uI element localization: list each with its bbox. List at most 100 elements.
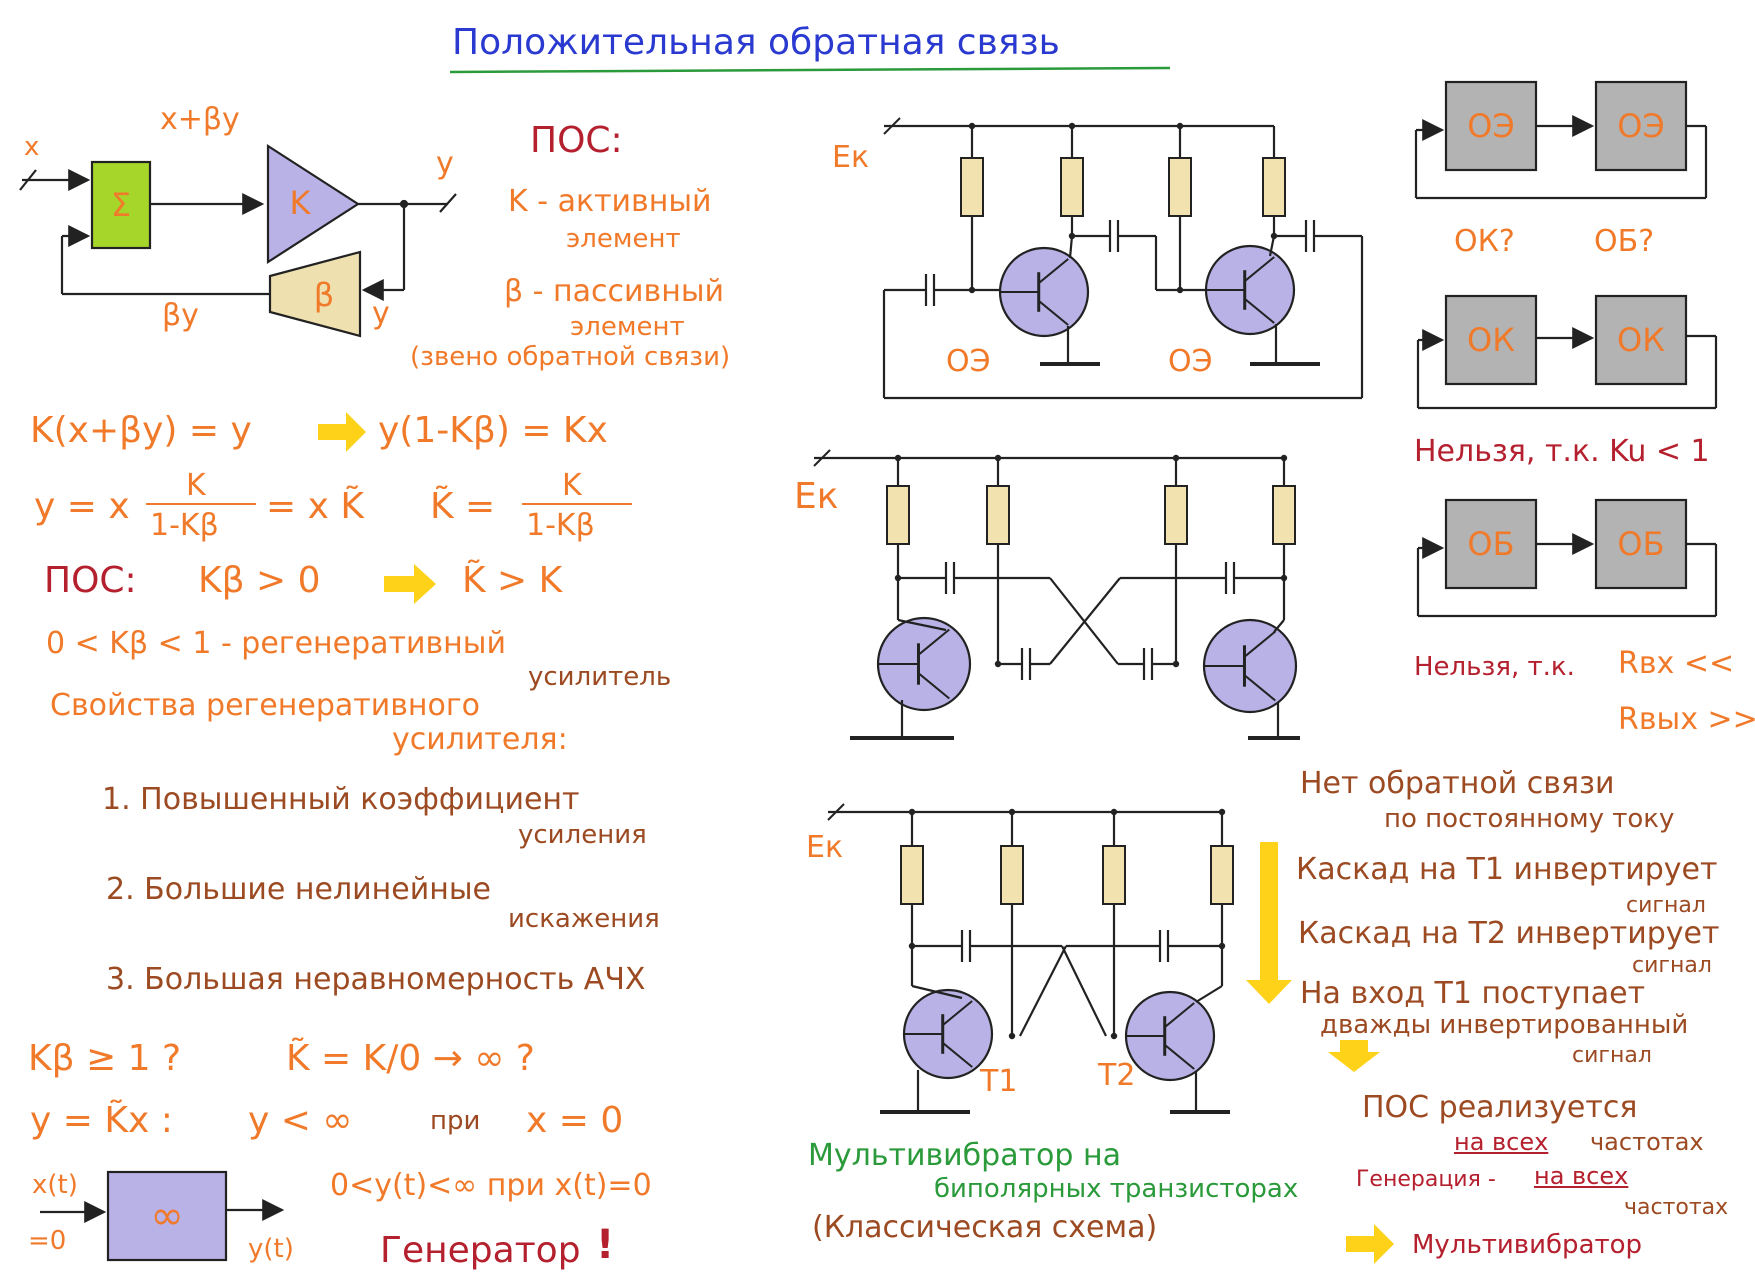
eq2-numerator2: K <box>562 468 582 503</box>
resistor <box>1168 157 1192 217</box>
eq2-numerator: K <box>186 468 206 503</box>
implies-arrow-3 <box>1246 842 1292 1004</box>
implies-arrow-5 <box>1346 1224 1394 1264</box>
beta-label: β <box>313 276 335 314</box>
resistor <box>1164 485 1188 545</box>
page-title: Положительная обратная связь <box>452 22 1060 63</box>
note-freq-1: частотах <box>1590 1128 1704 1156</box>
cascade-blocks <box>1414 80 1718 618</box>
beta-y-label: βy <box>162 298 199 333</box>
transistor-emitter <box>942 1042 973 1068</box>
transistor-collector <box>1244 256 1275 282</box>
oe-label-1: ОЭ <box>946 344 991 379</box>
t1-label: T1 <box>980 1064 1018 1099</box>
regen-line2: усилитель <box>528 662 672 692</box>
transistor-collector <box>1038 258 1069 284</box>
junction <box>1172 660 1180 668</box>
implies-arrow-1 <box>318 412 366 452</box>
props-line2: усилителя: <box>392 722 568 757</box>
x-eq-0: x = 0 <box>526 1100 624 1141</box>
wire <box>1068 235 1074 259</box>
wire <box>1019 945 1067 1037</box>
feedback-block-diagram <box>19 143 457 338</box>
block-ok-2: ОК <box>1617 321 1665 359</box>
implies-arrow-4 <box>1328 1040 1380 1072</box>
props-line1: Свойства регенеративного <box>50 688 481 723</box>
junction <box>1008 1032 1016 1040</box>
resistor <box>1000 845 1024 905</box>
regen-line1: 0 < Kβ < 1 - регенеративный <box>46 626 506 661</box>
transistor-collector <box>1243 630 1276 658</box>
caption-line3: (Классическая схема) <box>812 1210 1158 1245</box>
input-x-label: x <box>24 132 40 162</box>
caption-line1: Мультивибратор на <box>808 1138 1121 1173</box>
ek-label-2: Eк <box>794 476 839 517</box>
note-t2-signal: сигнал <box>1632 953 1712 978</box>
wire <box>1049 577 1121 665</box>
transistor-circuits <box>813 117 1364 1114</box>
k-label: K <box>289 184 311 222</box>
block-ob-2: ОБ <box>1617 525 1665 563</box>
k-tilde-infinity: K̃ = K/0 → ∞ ? <box>286 1038 535 1079</box>
block-ok-1: ОК <box>1467 321 1515 359</box>
r-note-1: Нельзя, т.к. <box>1414 652 1575 682</box>
note-freq-2: частотах <box>1624 1195 1729 1220</box>
y-less-inf: y < ∞ <box>248 1100 353 1141</box>
sum-out-label: x+βy <box>160 102 240 137</box>
k-def-line1: K - активный <box>508 184 712 219</box>
wire <box>1268 235 1276 257</box>
r-note-2: Rвх << <box>1618 646 1735 681</box>
resistor <box>986 485 1010 545</box>
pos-condition: Kβ > 0 <box>198 560 321 601</box>
resistor <box>900 845 924 905</box>
pos-result: K̃ > K <box>462 560 563 601</box>
resistor <box>1272 485 1296 545</box>
transistor-emitter <box>1164 1044 1195 1070</box>
note-t1-signal: сигнал <box>1626 893 1706 918</box>
eq2-k-tilde: K̃ = <box>430 486 496 527</box>
note-generation: Генерация - <box>1356 1167 1496 1192</box>
generator-exclaim: ! <box>596 1222 615 1268</box>
ku-note: Нельзя, т.к. Ku < 1 <box>1414 434 1710 469</box>
output-y-label: y <box>436 146 454 181</box>
property-1-line2: усиления <box>518 820 647 850</box>
note-t1-input: На вход T1 поступает <box>1300 976 1646 1011</box>
transistor-collector <box>917 628 950 656</box>
eq1-left: K(x+βy) = y <box>30 410 252 451</box>
junction <box>1110 1032 1118 1040</box>
pos-condition-label: ПОС: <box>44 560 137 601</box>
eq2-tail: = x K̃ <box>266 486 364 527</box>
property-2-line2: искажения <box>508 904 660 934</box>
transistor-emitter <box>917 672 950 700</box>
gen-input-x: x(t) <box>32 1170 78 1200</box>
question-ok: ОК? <box>1454 224 1515 259</box>
transistor-emitter <box>1243 674 1276 702</box>
caption-line2: биполярных транзисторах <box>934 1174 1299 1204</box>
note-all-2: на всех <box>1534 1162 1629 1190</box>
r-note-3: Rвых >> <box>1618 702 1755 737</box>
note-t2-inverts: Каскад на T2 инвертирует <box>1298 916 1720 951</box>
note-no-dc-feedback-1: Нет обратной связи <box>1300 766 1615 801</box>
property-3: 3. Большая неравномерность АЧХ <box>106 962 646 997</box>
oe-label-2: ОЭ <box>1168 344 1213 379</box>
wire <box>1273 619 1285 633</box>
pri-word: при <box>430 1106 481 1136</box>
resistor <box>1262 157 1286 217</box>
block-ob-1: ОБ <box>1467 525 1515 563</box>
sigma-label: Σ <box>110 186 132 224</box>
title-underline <box>449 66 1171 74</box>
note-t1-inverts: Каскад на T1 инвертирует <box>1296 852 1718 887</box>
gen-infinity: ∞ <box>150 1193 184 1239</box>
resistor <box>886 485 910 545</box>
wire <box>897 618 947 632</box>
resistor <box>1102 845 1126 905</box>
property-2-line1: 2. Большие нелинейные <box>106 872 491 907</box>
note-pos-realized: ПОС реализуется <box>1362 1090 1638 1125</box>
note-multivibrator: Мультивибратор <box>1412 1230 1643 1260</box>
gen-output-y: y(t) <box>248 1234 294 1264</box>
property-1-line1: 1. Повышенный коэффициент <box>102 782 580 817</box>
gen-input-zero: =0 <box>28 1226 67 1256</box>
beta-feedback-trapezoid <box>268 250 362 338</box>
wire <box>1061 945 1107 1037</box>
